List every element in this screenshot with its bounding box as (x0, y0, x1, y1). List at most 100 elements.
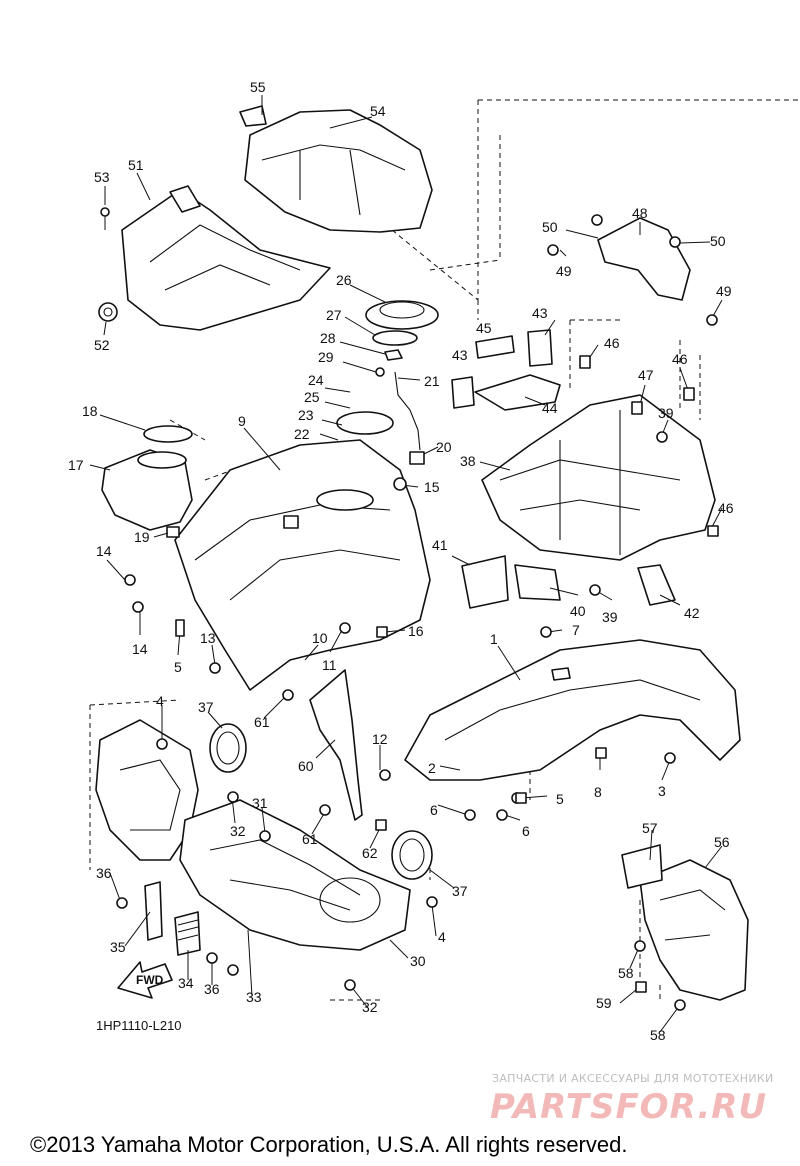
part-56-mud-guard (639, 859, 749, 1001)
callout-14: 14 (132, 641, 148, 657)
callout-31: 31 (252, 795, 268, 811)
callout-62: 62 (362, 845, 378, 861)
part-41-cover (461, 555, 509, 609)
callout-5: 5 (174, 659, 182, 675)
callout-37: 37 (452, 883, 468, 899)
part-27-gasket (372, 330, 418, 346)
part-30-lower-duct (179, 799, 411, 951)
part-35-grille (144, 881, 163, 941)
part-43-pad-right (527, 329, 553, 367)
callout-57: 57 (642, 820, 658, 836)
part-37-duct-left (209, 723, 247, 773)
part-28-clip (384, 349, 403, 361)
callout-11: 11 (322, 657, 337, 673)
callout-39: 39 (602, 609, 618, 625)
callout-37: 37 (198, 699, 214, 715)
callout-22: 22 (294, 426, 310, 442)
callout-23: 23 (298, 407, 314, 423)
callout-34: 34 (178, 975, 194, 991)
callout-47: 47 (638, 367, 654, 383)
callout-9: 9 (238, 413, 246, 429)
part-54-shroud (239, 105, 433, 233)
callout-13: 13 (200, 630, 216, 646)
callout-26: 26 (336, 272, 352, 288)
fwd-arrow: FWD (117, 961, 173, 999)
callout-labels: 1 2 3 4 4 5 5 6 6 7 8 9 10 11 12 13 14 1… (68, 79, 734, 1043)
part-52-grommet (98, 302, 118, 322)
part-26-fuel-cap (365, 300, 439, 330)
callout-42: 42 (684, 605, 700, 621)
part-42-cover (637, 564, 676, 606)
callout-4: 4 (156, 693, 164, 709)
callout-8: 8 (594, 784, 602, 800)
callout-18: 18 (82, 403, 98, 419)
part-60-splash-panel (309, 669, 363, 821)
part-43-pad-left (451, 376, 475, 409)
callout-45: 45 (476, 320, 492, 336)
callout-16: 16 (408, 623, 424, 639)
callout-3: 3 (658, 783, 666, 799)
part-1-rear-fender (404, 639, 741, 781)
callout-59: 59 (596, 995, 612, 1011)
callout-6: 6 (522, 823, 530, 839)
callout-48: 48 (632, 205, 648, 221)
part-23-bracket-ring (336, 411, 394, 435)
callout-54: 54 (370, 103, 386, 119)
callout-50: 50 (542, 219, 558, 235)
callout-60: 60 (298, 758, 314, 774)
hardware (116, 214, 719, 1011)
callout-12: 12 (372, 731, 388, 747)
callout-39: 39 (658, 405, 674, 421)
part-9-front-fender (174, 439, 431, 691)
callout-19: 19 (134, 529, 150, 545)
callout-58: 58 (650, 1027, 666, 1043)
callout-21: 21 (424, 373, 440, 389)
callout-2: 2 (428, 760, 436, 776)
callout-32: 32 (230, 823, 246, 839)
part-19-damper (166, 526, 180, 538)
callout-55: 55 (250, 79, 266, 95)
callout-4: 4 (438, 929, 446, 945)
callout-58: 58 (618, 965, 634, 981)
callout-17: 17 (68, 457, 84, 473)
callout-28: 28 (320, 330, 336, 346)
callout-6: 6 (430, 802, 438, 818)
callout-36: 36 (96, 865, 112, 881)
part-18-tank-band (143, 425, 193, 443)
callout-43: 43 (532, 305, 548, 321)
callout-52: 52 (94, 337, 110, 353)
part-51-front-cover (121, 185, 331, 331)
callout-30: 30 (410, 953, 426, 969)
copyright-notice: ©2013 Yamaha Motor Corporation, U.S.A. A… (30, 1132, 627, 1157)
part-17-fuel-tank (101, 449, 193, 531)
svg-text:FWD: FWD (136, 973, 164, 987)
callout-61: 61 (254, 714, 270, 730)
callout-32: 32 (362, 999, 378, 1015)
part-38-rear-frame (481, 394, 716, 561)
callout-14: 14 (96, 543, 112, 559)
callout-50: 50 (710, 233, 726, 249)
callout-15: 15 (424, 479, 440, 495)
part-57-panel (621, 844, 663, 889)
callout-61: 61 (302, 831, 318, 847)
part-48-bracket (597, 217, 691, 301)
callout-35: 35 (110, 939, 126, 955)
callout-51: 51 (128, 157, 144, 173)
callout-24: 24 (308, 372, 324, 388)
callout-46: 46 (604, 335, 620, 351)
callout-43: 43 (452, 347, 468, 363)
part-45-pad (475, 335, 515, 359)
callout-33: 33 (246, 989, 262, 1005)
callout-40: 40 (570, 603, 586, 619)
callout-56: 56 (714, 834, 730, 850)
part-lower-duct-housing (95, 719, 199, 861)
part-37-duct-right (391, 830, 433, 880)
watermark-caption: ЗАПЧАСТИ И АКСЕССУАРЫ ДЛЯ МОТОТЕХНИКИ (492, 1072, 774, 1085)
callout-38: 38 (460, 453, 476, 469)
callout-49: 49 (556, 263, 572, 279)
part-34-grille (174, 911, 201, 956)
callout-46: 46 (672, 351, 688, 367)
callout-53: 53 (94, 169, 110, 185)
callout-7: 7 (572, 622, 580, 638)
callout-25: 25 (304, 389, 320, 405)
